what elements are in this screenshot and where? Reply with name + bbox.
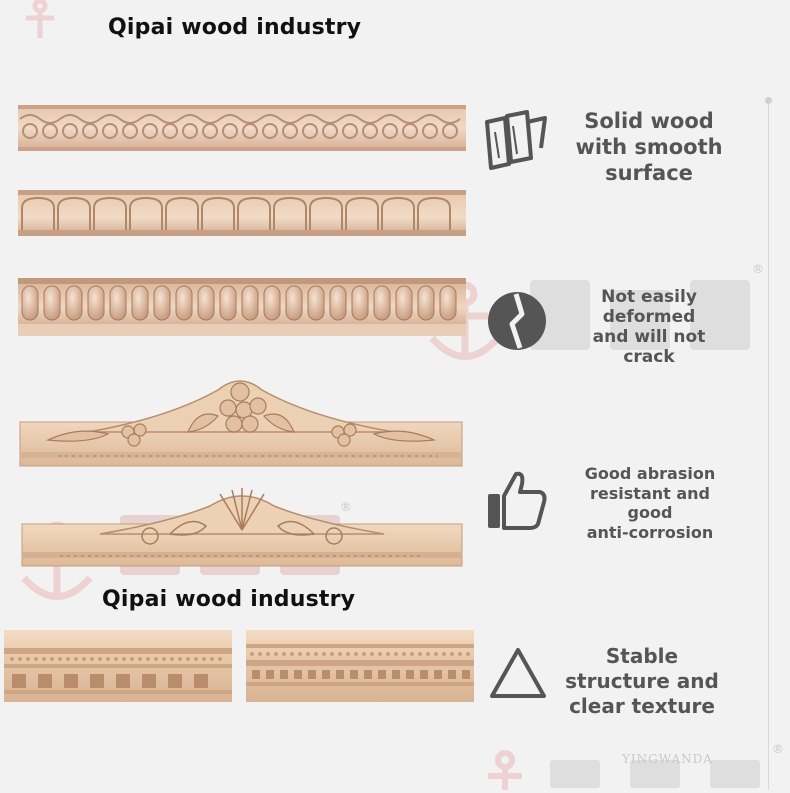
watermark-glyph-block [550,755,770,788]
moulding-rope-strip [18,105,466,151]
moulding-dentil-strip-left [4,630,232,702]
divider-line [768,100,769,790]
feature-text-not-deformed: Not easily deformed and will not crack [592,287,706,367]
anchor-watermark-icon [488,750,522,790]
carved-grape-applique [19,380,463,467]
crack-circle-icon [488,292,546,350]
carved-shell-applique [21,488,463,567]
moulding-egg-strip [18,278,466,336]
feature-text-abrasion: Good abrasion resistant and good anti-co… [584,464,716,542]
watermark-mark: ® [752,262,765,276]
brand-title-mid: Qipai wood industry [102,587,356,612]
triangle-icon [490,648,546,698]
watermark-mark: ® [772,742,785,756]
wood-boards-icon [485,110,547,170]
feature-text-solid-wood: Solid wood with smooth surface [575,109,723,185]
watermark-latin-text: YINGWANDA [622,752,713,766]
feature-text-stable: Stable structure and clear texture [565,644,719,718]
divider-dot [765,97,772,104]
anchor-watermark-icon [26,0,54,38]
thumbs-up-icon [488,471,547,530]
watermark-glyph-block [520,270,760,360]
moulding-arch-strip [18,190,466,236]
watermark-mark: ® [340,500,353,514]
brand-title-top: Qipai wood industry [108,15,362,40]
moulding-dentil-strip-right [246,630,474,702]
